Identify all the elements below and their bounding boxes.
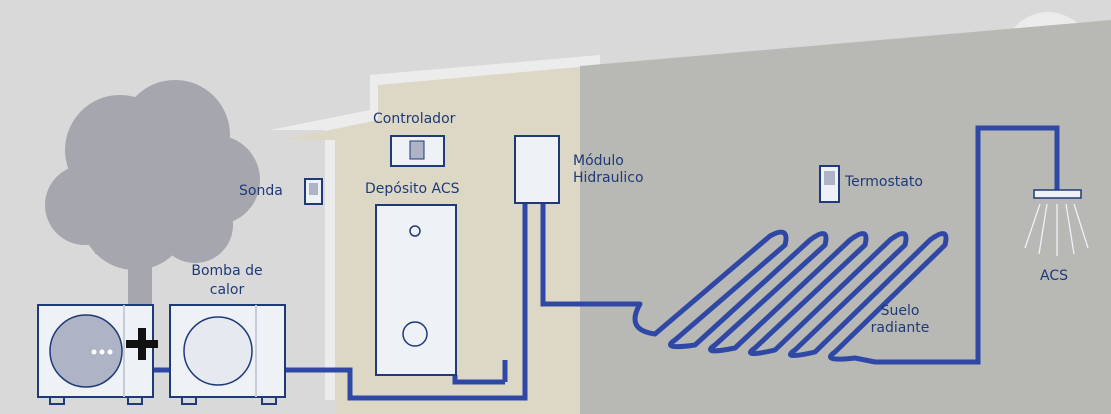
tree-illustration: [45, 80, 260, 310]
thermostat-label: Termostato: [845, 174, 923, 190]
underfloor-label-2: radiante: [870, 320, 930, 336]
probe-device: [304, 178, 323, 205]
plus-icon: [126, 328, 158, 360]
hydraulic-module-label-1: Módulo: [573, 153, 624, 169]
ellipsis-icon: [91, 349, 113, 355]
tank-label: Depósito ACS: [365, 181, 460, 197]
thermostat-device: [819, 165, 840, 203]
underfloor-label-1: Suelo: [880, 303, 920, 319]
heat-pump-label-1: Bomba de: [191, 263, 263, 279]
probe-label: Sonda: [239, 183, 283, 199]
hydraulic-module: [514, 135, 560, 204]
hydraulic-module-label-2: Hidraulico: [573, 170, 644, 186]
controller-device: [390, 135, 445, 167]
pipe-network: [150, 125, 1060, 401]
heat-pump-label-2: calor: [209, 282, 245, 298]
shower-icon: [1024, 189, 1089, 256]
dhw-tank: [375, 204, 457, 376]
dhw-label: ACS: [1040, 268, 1068, 284]
controller-label: Controlador: [373, 111, 456, 127]
heat-pump-unit-secondary: [37, 304, 154, 405]
underfloor-heating-coil: [632, 229, 949, 365]
heat-pump-unit: [169, 304, 286, 405]
